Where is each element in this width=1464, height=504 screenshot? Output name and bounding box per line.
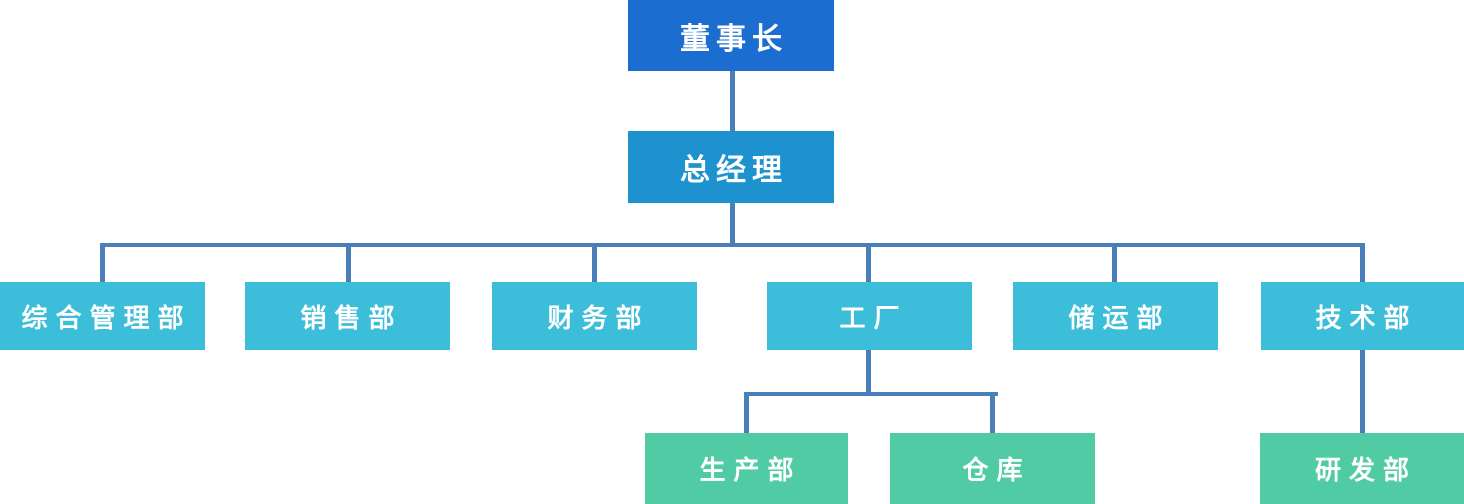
org-node-production: 生产部 bbox=[645, 433, 848, 504]
org-node-technology: 技术部 bbox=[1261, 282, 1464, 350]
org-node-warehouse: 仓库 bbox=[890, 433, 1095, 504]
org-node-chairman: 董事长 bbox=[628, 0, 834, 71]
connector-factory-down bbox=[866, 350, 871, 392]
org-node-rnd: 研发部 bbox=[1260, 433, 1464, 504]
org-node-general-admin: 综合管理部 bbox=[0, 282, 205, 350]
org-node-finance: 财务部 bbox=[492, 282, 697, 350]
connector-drop-storage bbox=[1112, 243, 1117, 282]
connector-drop-technology bbox=[1360, 243, 1365, 282]
org-node-sales: 销售部 bbox=[245, 282, 450, 350]
connector-drop-factory bbox=[866, 243, 871, 282]
connector-factory-bus bbox=[744, 392, 998, 396]
org-node-factory: 工厂 bbox=[767, 282, 972, 350]
connector-drop-warehouse bbox=[990, 392, 995, 433]
connector-drop-finance bbox=[592, 243, 597, 282]
connector-drop-production bbox=[744, 392, 749, 433]
org-node-general-manager: 总经理 bbox=[628, 131, 834, 203]
connector-technology-to-rnd bbox=[1360, 350, 1365, 433]
connector-gm-down bbox=[730, 203, 735, 243]
org-node-storage-transport: 储运部 bbox=[1013, 282, 1218, 350]
connector-drop-sales bbox=[346, 243, 351, 282]
connector-chairman-to-gm bbox=[730, 71, 735, 131]
connector-level3-bus bbox=[101, 243, 1364, 247]
connector-drop-general-admin bbox=[100, 243, 105, 282]
